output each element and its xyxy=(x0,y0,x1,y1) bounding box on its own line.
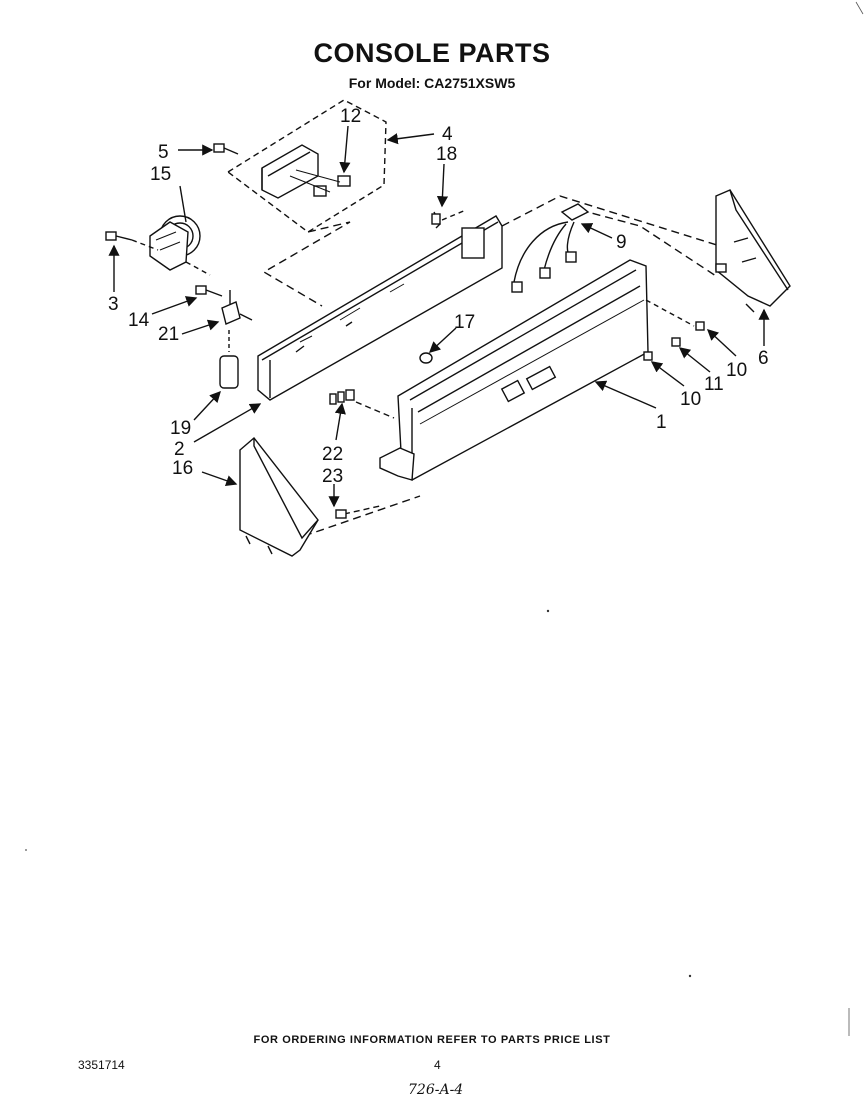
page-number: 4 xyxy=(434,1058,441,1072)
callout-2: 2 xyxy=(174,439,185,460)
scan-speck xyxy=(688,974,692,978)
callout-15: 15 xyxy=(150,164,171,185)
clip-21-part xyxy=(221,290,253,325)
switch-assembly-part xyxy=(227,99,387,307)
handwritten-note: 726-A-4 xyxy=(408,1082,464,1098)
clip-22-part xyxy=(329,389,355,405)
callout-10a: 10 xyxy=(726,360,747,381)
screw-14-part xyxy=(195,285,223,297)
document-number: 3351714 xyxy=(78,1058,125,1072)
screw-10b-part xyxy=(643,351,653,361)
callout-1: 1 xyxy=(656,412,667,433)
scan-speck xyxy=(25,849,27,851)
callout-5: 5 xyxy=(158,142,169,163)
callout-19: 19 xyxy=(170,418,191,439)
ordering-note: FOR ORDERING INFORMATION REFER TO PARTS … xyxy=(253,1034,611,1046)
callout-23: 23 xyxy=(322,466,343,487)
callout-21: 21 xyxy=(158,324,179,345)
end-cap-16-part xyxy=(239,436,319,557)
screw-10a-part xyxy=(645,299,705,331)
page-title: CONSOLE PARTS xyxy=(313,38,551,68)
bracket-2-part xyxy=(257,215,503,401)
screw-11-part xyxy=(671,337,681,347)
model-subtitle: For Model: CA2751XSW5 xyxy=(348,75,516,91)
callout-9: 9 xyxy=(616,232,627,253)
callout-3: 3 xyxy=(108,294,119,315)
callout-17: 17 xyxy=(454,312,475,333)
screw-17-part xyxy=(419,352,433,364)
callout-4: 4 xyxy=(442,124,453,145)
callout-22: 22 xyxy=(322,444,343,465)
timer-part xyxy=(149,215,211,276)
scan-speck xyxy=(546,609,550,613)
callout-16: 16 xyxy=(172,458,193,479)
spacer-19-part xyxy=(219,330,239,389)
callout-6: 6 xyxy=(758,348,769,369)
callout-11: 11 xyxy=(704,374,724,395)
scan-mark xyxy=(855,1,864,15)
screw-18-part xyxy=(431,209,467,229)
screw-5-part xyxy=(213,143,239,155)
callout-10b: 10 xyxy=(680,389,701,410)
end-cap-6-part xyxy=(715,189,791,313)
harness-9-part xyxy=(511,203,590,293)
callout-14: 14 xyxy=(128,310,150,331)
callout-12: 12 xyxy=(340,106,361,127)
console-panel-1-part xyxy=(379,259,649,481)
callout-18: 18 xyxy=(436,144,457,165)
screw-23-part xyxy=(335,509,347,519)
screw-3-part xyxy=(105,231,159,251)
